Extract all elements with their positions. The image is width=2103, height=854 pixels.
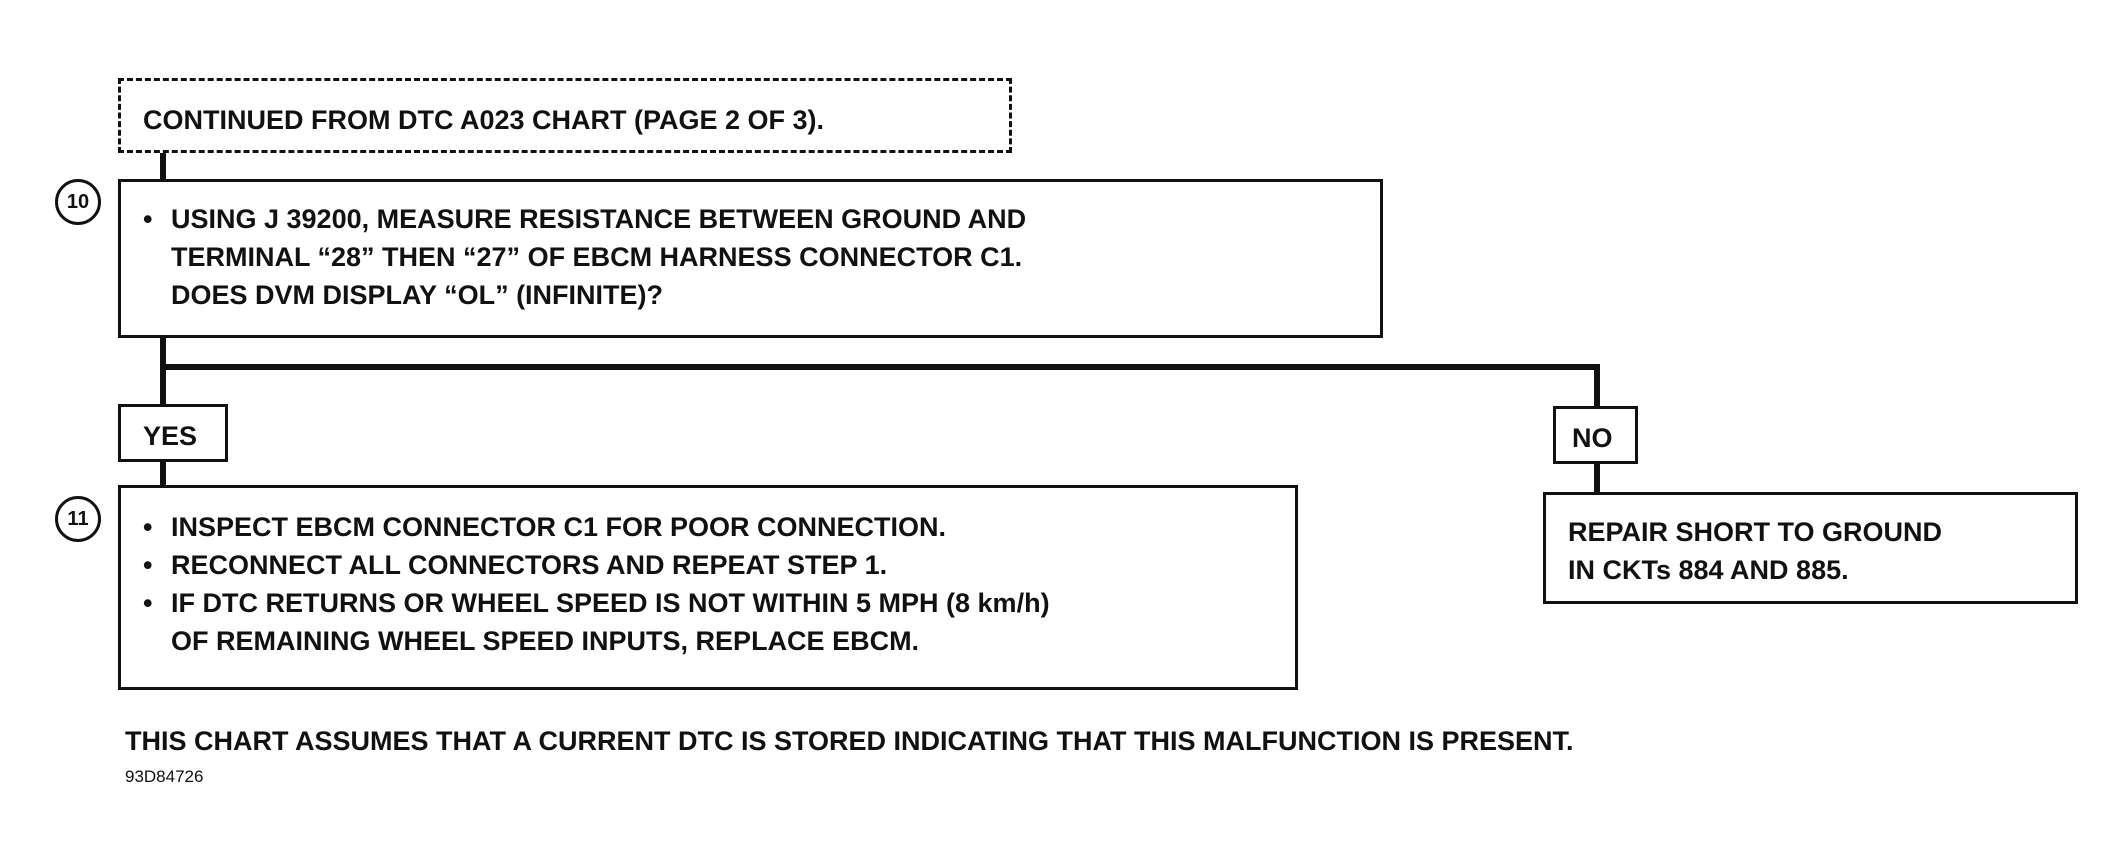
step-number-10: 10 bbox=[55, 179, 101, 225]
step11-list: INSPECT EBCM CONNECTOR C1 FOR POOR CONNE… bbox=[143, 508, 1295, 660]
step10-question: • USING J 39200, MEASURE RESISTANCE BETW… bbox=[143, 200, 1380, 314]
no-result-box: REPAIR SHORT TO GROUND IN CKTs 884 AND 8… bbox=[1543, 492, 2078, 604]
branch-line bbox=[160, 364, 1600, 370]
no-result-line-1: REPAIR SHORT TO GROUND bbox=[1568, 517, 1943, 547]
step10-bullet: • bbox=[143, 204, 153, 234]
connector-continued-to-step10 bbox=[160, 153, 166, 181]
step11-item-2: RECONNECT ALL CONNECTORS AND REPEAT STEP… bbox=[143, 546, 1295, 584]
step10-line-3: DOES DVM DISPLAY “OL” (INFINITE)? bbox=[171, 280, 664, 310]
chart-assumption-note: THIS CHART ASSUMES THAT A CURRENT DTC IS… bbox=[125, 726, 1574, 756]
yes-label: YES bbox=[143, 421, 198, 451]
step-number-10-text: 10 bbox=[66, 190, 90, 213]
continued-from-box: CONTINUED FROM DTC A023 CHART (PAGE 2 OF… bbox=[118, 78, 1012, 153]
step-number-11-text: 11 bbox=[67, 507, 89, 530]
step-number-11: 11 bbox=[55, 496, 101, 542]
yes-label-box: YES bbox=[118, 404, 228, 462]
step11-box: INSPECT EBCM CONNECTOR C1 FOR POOR CONNE… bbox=[118, 485, 1298, 690]
step11-item-1: INSPECT EBCM CONNECTOR C1 FOR POOR CONNE… bbox=[143, 508, 1295, 546]
step10-line-1: USING J 39200, MEASURE RESISTANCE BETWEE… bbox=[171, 204, 1027, 234]
figure-id: 93D84726 bbox=[125, 767, 204, 786]
no-result-line-2: IN CKTs 884 AND 885. bbox=[1568, 555, 1849, 585]
step11-item-3: IF DTC RETURNS OR WHEEL SPEED IS NOT WIT… bbox=[143, 584, 1295, 660]
no-label-box: NO bbox=[1553, 406, 1638, 464]
no-label: NO bbox=[1572, 423, 1613, 453]
connector-step10-to-branch bbox=[160, 338, 166, 370]
step10-box: • USING J 39200, MEASURE RESISTANCE BETW… bbox=[118, 179, 1383, 338]
connector-yes-to-step11 bbox=[160, 462, 166, 487]
step10-line-2: TERMINAL “28” THEN “27” OF EBCM HARNESS … bbox=[171, 242, 1023, 272]
continued-from-text: CONTINUED FROM DTC A023 CHART (PAGE 2 OF… bbox=[143, 105, 825, 135]
connector-branch-to-no bbox=[1594, 364, 1600, 409]
connector-branch-to-yes bbox=[160, 364, 166, 406]
connector-no-to-result bbox=[1594, 464, 1600, 494]
